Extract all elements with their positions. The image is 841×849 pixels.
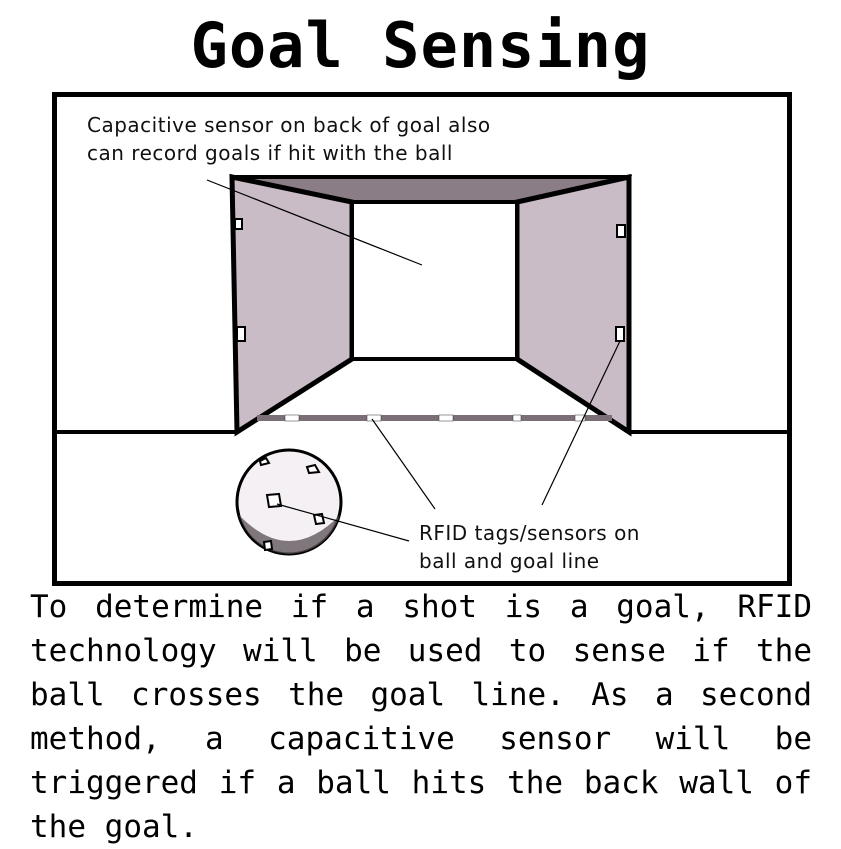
goal-line-rfid-tag	[284, 414, 300, 422]
goal-right-panel	[514, 173, 632, 437]
callout-line: Capacitive sensor on back of goal also	[87, 113, 491, 137]
goal-line-rfid-tag	[512, 414, 522, 422]
goal-line-rfid-tag	[438, 414, 454, 422]
callout-line: can record goals if hit with the ball	[87, 141, 453, 165]
hinge-icon	[236, 326, 246, 342]
diagram-frame: Capacitive sensor on back of goal also c…	[52, 92, 792, 586]
leader-line-capacitive	[206, 179, 423, 266]
callout-line: ball and goal line	[419, 549, 600, 573]
goal-line-rfid-tag	[574, 414, 586, 422]
leader-line-hinge	[541, 340, 621, 506]
hinge-icon	[616, 224, 626, 238]
ball-rfid-tag	[258, 456, 271, 467]
goal-back-wall	[350, 200, 519, 361]
goal-line	[257, 414, 612, 422]
ball-rfid-tag	[262, 539, 274, 552]
page-title: Goal Sensing	[190, 9, 651, 82]
ball-rfid-tag	[305, 463, 321, 475]
leader-line-ball	[276, 503, 410, 542]
description-paragraph: To determine if a shot is a goal, RFID t…	[30, 589, 812, 845]
capacitive-sensor-callout: Capacitive sensor on back of goal also c…	[87, 111, 491, 167]
goal-line-rfid-tag	[366, 414, 382, 422]
goal-illustration	[57, 173, 787, 556]
ball	[235, 448, 343, 556]
hinge-icon	[234, 218, 243, 230]
leader-line-goal-line	[371, 418, 436, 510]
rfid-callout: RFID tags/sensors on ball and goal line	[419, 519, 640, 575]
goal-left-panel	[229, 173, 355, 437]
callout-line: RFID tags/sensors on	[419, 521, 640, 545]
hinge-icon	[615, 326, 625, 342]
